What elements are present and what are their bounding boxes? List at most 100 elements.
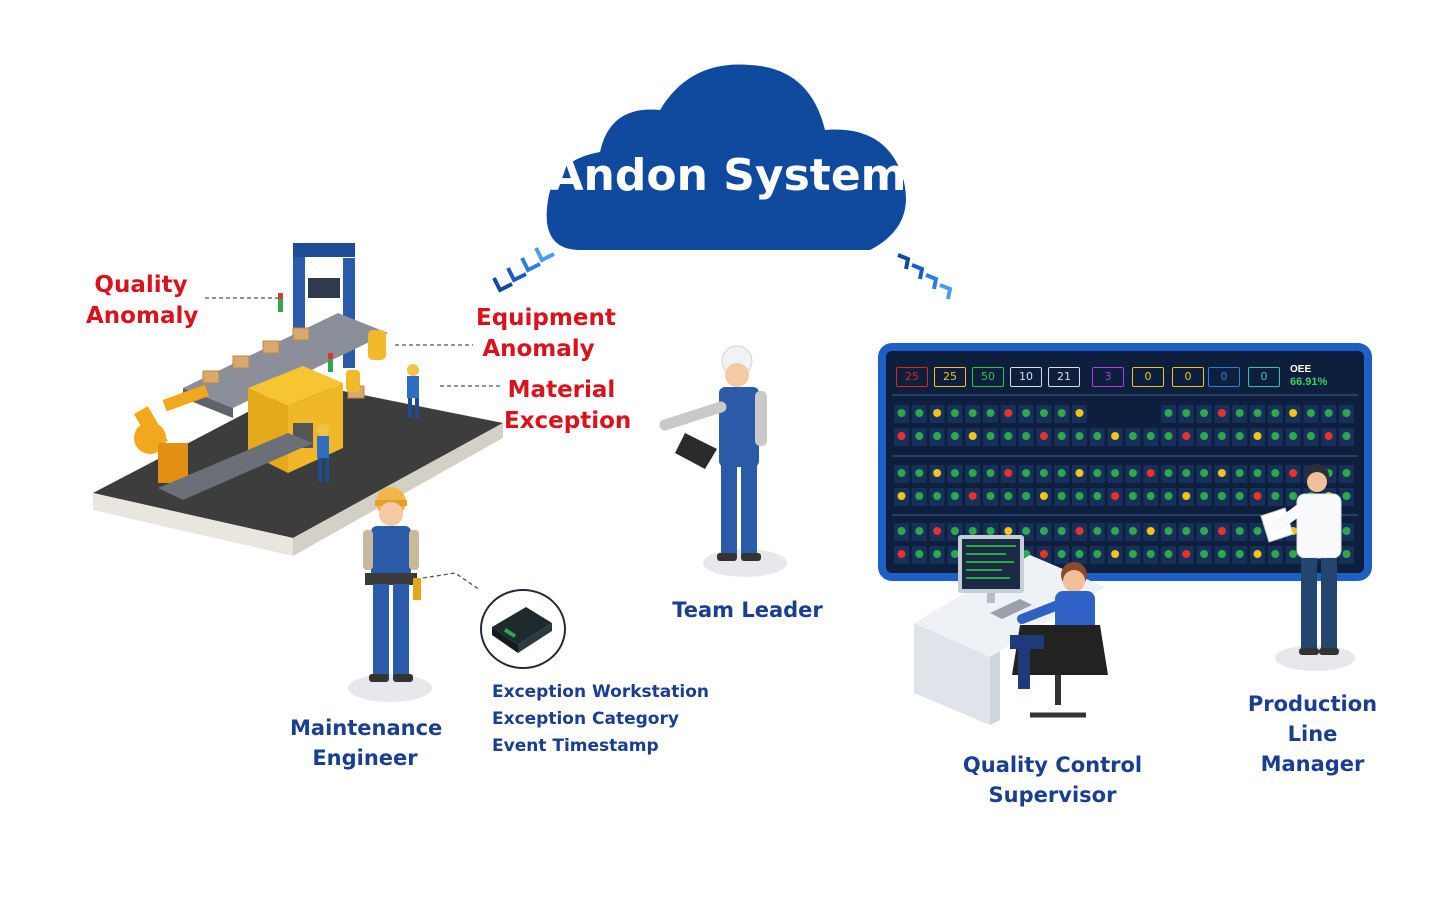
oee-label: OEE (1290, 364, 1312, 375)
status-dot (1111, 527, 1120, 535)
status-dot (1324, 409, 1333, 417)
status-dot (1342, 469, 1351, 477)
status-dot (1271, 469, 1280, 477)
info-exception-workstation: Exception Workstation (492, 682, 709, 702)
info-event-timestamp: Event Timestamp (492, 736, 659, 756)
status-dot (933, 527, 942, 535)
status-dot (968, 527, 977, 535)
status-dot (915, 492, 924, 500)
status-dot (1253, 492, 1262, 500)
status-dot (1093, 432, 1102, 440)
status-dot (1111, 550, 1120, 558)
status-dot (1182, 492, 1191, 500)
kpi-box: 3 (1092, 367, 1124, 387)
status-dot (1039, 527, 1048, 535)
status-dot (986, 432, 995, 440)
status-dot (1004, 469, 1013, 477)
status-dot (1146, 492, 1155, 500)
status-dot (897, 409, 906, 417)
status-dot (950, 469, 959, 477)
status-dot (1022, 527, 1031, 535)
qc-supervisor-workstation (914, 535, 1108, 725)
status-dot (1289, 409, 1298, 417)
status-dot (1022, 492, 1031, 500)
status-dot (1057, 527, 1066, 535)
status-dot (915, 432, 924, 440)
status-dot (1289, 550, 1298, 558)
status-dot (1146, 469, 1155, 477)
status-dot (1128, 492, 1137, 500)
status-dot (968, 432, 977, 440)
status-dot (1111, 432, 1120, 440)
role-team-leader: Team Leader (672, 598, 823, 622)
status-dot (1057, 409, 1066, 417)
upload-arrows-icon (492, 247, 555, 293)
status-dot (1182, 409, 1191, 417)
status-dot (1342, 432, 1351, 440)
status-dot (1253, 469, 1262, 477)
kpi-box: 25 (896, 367, 928, 387)
status-dot (1200, 550, 1209, 558)
status-dot (1164, 409, 1173, 417)
status-dot (1235, 409, 1244, 417)
status-dot (1004, 492, 1013, 500)
oee-value: 66.91% (1290, 376, 1328, 388)
status-dot (1022, 550, 1031, 558)
status-dot (1039, 469, 1048, 477)
status-dot (950, 409, 959, 417)
status-dot (1342, 409, 1351, 417)
status-dot (1200, 469, 1209, 477)
status-dot (1235, 527, 1244, 535)
status-dot (1093, 527, 1102, 535)
status-dot (1324, 432, 1333, 440)
status-dot (1075, 409, 1084, 417)
status-dot (1235, 432, 1244, 440)
status-dot (1093, 492, 1102, 500)
info-exception-category: Exception Category (492, 709, 679, 729)
status-dot (1235, 492, 1244, 500)
cloud-shape (546, 64, 906, 250)
status-dot (1271, 550, 1280, 558)
status-dot (1146, 527, 1155, 535)
status-dot (1235, 550, 1244, 558)
status-dot (1057, 469, 1066, 477)
status-dot (1039, 409, 1048, 417)
status-dot (1111, 469, 1120, 477)
status-dot (933, 492, 942, 500)
status-dot (1093, 469, 1102, 477)
kpi-box: 0 (1248, 367, 1280, 387)
status-dot (915, 527, 924, 535)
status-dot (1289, 432, 1298, 440)
kpi-box: 50 (972, 367, 1004, 387)
status-dot (1200, 527, 1209, 535)
status-dot (950, 492, 959, 500)
status-dot (915, 550, 924, 558)
status-dot (1289, 492, 1298, 500)
maintenance-engineer-figure (348, 487, 432, 702)
kpi-box: 10 (1010, 367, 1042, 387)
status-dot (1235, 469, 1244, 477)
status-dot (1182, 432, 1191, 440)
production-line-manager-figure (1260, 464, 1355, 671)
kpi-box: 0 (1208, 367, 1240, 387)
status-dot (933, 432, 942, 440)
status-dot (1217, 527, 1226, 535)
kpi-box: 0 (1132, 367, 1164, 387)
status-dot (1146, 432, 1155, 440)
status-dot (1039, 550, 1048, 558)
team-leader-figure (659, 345, 787, 577)
status-dot (1039, 492, 1048, 500)
status-dot (1057, 550, 1066, 558)
status-dot (1271, 492, 1280, 500)
status-dot (897, 550, 906, 558)
status-dot (1217, 432, 1226, 440)
status-dot (1075, 432, 1084, 440)
status-dot (1128, 550, 1137, 558)
status-dot (1022, 469, 1031, 477)
system-title: Andon System (549, 150, 907, 201)
status-dot (1217, 550, 1226, 558)
